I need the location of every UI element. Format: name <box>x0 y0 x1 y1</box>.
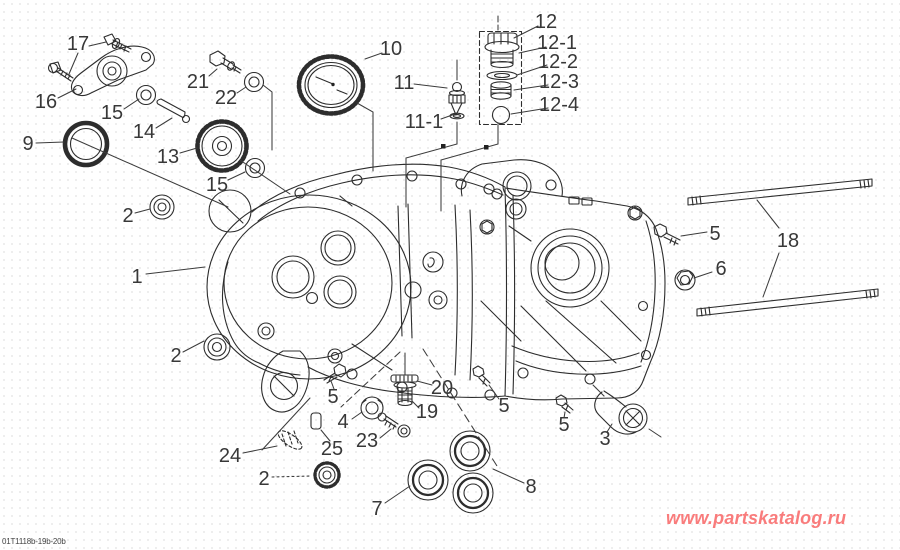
part-callout-21: 21 <box>186 71 210 93</box>
spring-24 <box>277 430 303 450</box>
plug-3 <box>594 390 648 435</box>
pump-rotor-2c <box>313 461 341 489</box>
part-callout-23: 23 <box>355 430 379 452</box>
right-crankcase-half <box>460 159 666 401</box>
nut-6 <box>674 269 696 291</box>
part-callout-4: 4 <box>337 411 349 433</box>
drawing-code: 01T1118b-19b-20b <box>2 537 66 546</box>
part-callout-13: 13 <box>156 146 180 168</box>
left-crankcase-half <box>206 163 516 413</box>
oil-seal-15b <box>244 157 266 179</box>
part-callout-7: 7 <box>371 498 383 520</box>
part-callout-19: 19 <box>415 401 439 423</box>
part-callout-8: 8 <box>525 476 537 498</box>
bolt-5c <box>555 394 574 414</box>
watermark-link: www.partskatalog.ru <box>666 508 847 528</box>
part-callout-5: 5 <box>327 386 339 408</box>
gasket-ring-9 <box>62 120 110 168</box>
part-callout-6: 6 <box>715 258 727 280</box>
bolt-21 <box>209 50 242 74</box>
part-callout-11: 11 <box>393 72 415 94</box>
part-callout-5: 5 <box>558 414 570 436</box>
bearing-2b <box>203 333 231 361</box>
part-callout-16: 16 <box>34 91 58 113</box>
bolt-5b <box>472 365 491 387</box>
part-callout-12-3: 12-3 <box>538 71 580 93</box>
part-callout-2: 2 <box>170 345 182 367</box>
part-callout-9: 9 <box>22 133 34 155</box>
part-callout-3: 3 <box>599 428 611 450</box>
part-callout-2: 2 <box>258 468 270 490</box>
part-callout-5: 5 <box>498 395 510 417</box>
part-callout-10: 10 <box>379 38 403 60</box>
screw-17 <box>103 33 132 53</box>
gear-13 <box>195 119 249 173</box>
part-callout-17: 17 <box>66 33 90 55</box>
ring-gear-10 <box>296 54 366 116</box>
screw-16b <box>47 61 74 82</box>
part-callout-25: 25 <box>320 438 344 460</box>
part-callout-22: 22 <box>214 87 238 109</box>
shaft-14 <box>156 98 191 124</box>
part-callout-15: 15 <box>100 102 124 124</box>
spring-pin-19 <box>393 381 417 407</box>
part-callout-20: 20 <box>430 377 454 399</box>
bolt-5a <box>323 363 347 384</box>
part-callout-12: 12 <box>534 11 558 33</box>
part-callout-18: 18 <box>776 230 800 252</box>
part-callout-12-4: 12-4 <box>538 94 580 116</box>
studs-18 <box>687 178 879 317</box>
seal-22 <box>243 71 265 93</box>
part-callout-12-1: 12-1 <box>536 32 578 54</box>
nut-4 <box>360 396 384 420</box>
oil-seal-15a <box>135 84 157 106</box>
part-callout-15: 15 <box>205 174 229 196</box>
bearing-2a <box>149 194 175 220</box>
part-callout-12-2: 12-2 <box>537 51 579 73</box>
part-callout-1: 1 <box>131 266 143 288</box>
part-callout-5: 5 <box>709 223 721 245</box>
part-callout-24: 24 <box>218 445 242 467</box>
key-25 <box>310 412 322 430</box>
seals-7 <box>407 430 494 514</box>
bolt-23 <box>377 412 411 438</box>
part-callout-11-1: 11-1 <box>404 111 444 133</box>
part-callout-14: 14 <box>132 121 156 143</box>
part-callout-2: 2 <box>122 205 134 227</box>
bolt-5d <box>653 223 681 246</box>
